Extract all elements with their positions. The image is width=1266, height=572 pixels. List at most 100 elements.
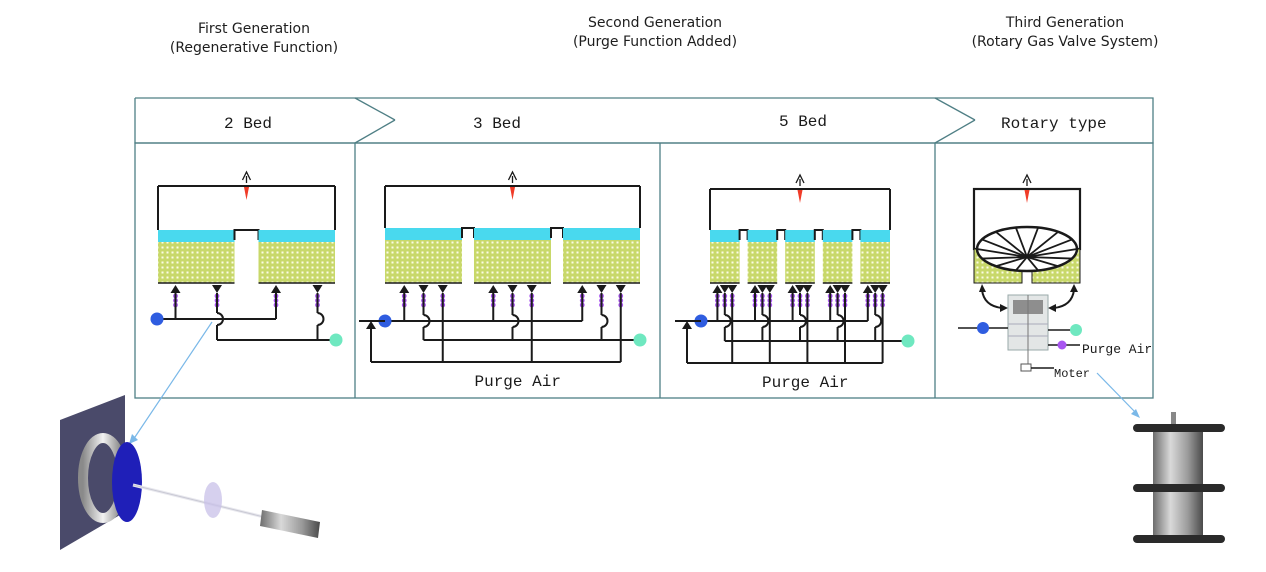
flow-down-arrow-icon: [526, 285, 537, 293]
flame-icon: [797, 190, 803, 203]
burner-icon: [795, 173, 805, 203]
regenerator-bed: [785, 230, 815, 284]
pipe-crossover: [216, 312, 224, 326]
flow-arrow-right: [1053, 289, 1075, 309]
flow-up-arrow-icon: [170, 285, 181, 293]
motor-label: Moter: [1054, 367, 1090, 381]
first-generation-subtitle: (Regenerative Function): [169, 40, 339, 56]
wheel-spoke: [976, 248, 1028, 258]
valve-actuator: [260, 510, 320, 538]
bed-top-layer: [563, 228, 640, 240]
flow-down-arrow-icon: [719, 285, 730, 293]
wheel-spoke: [1026, 256, 1039, 272]
second-generation-subtitle: (Purge Function Added): [572, 34, 738, 50]
stage-label-rotary: Rotary type: [1001, 115, 1107, 133]
valve-disc: [112, 442, 142, 522]
leader-line-rotary: [1096, 372, 1138, 415]
regenerator-bed: [258, 230, 335, 284]
bed-divider: [233, 229, 260, 240]
flow-up-arrow-icon: [825, 285, 836, 293]
bed-divider: [813, 229, 824, 240]
purge-valve-icon: [1057, 340, 1067, 350]
ceramic-media: [822, 242, 853, 283]
ceramic-media: [563, 240, 640, 283]
regenerator-bed: [474, 228, 551, 284]
first-generation-title: First Generation (Regenerative Function): [130, 20, 378, 58]
flow-down-arrow-icon: [312, 285, 323, 293]
wheel-spoke: [1026, 238, 1073, 258]
wheel-spoke: [1026, 248, 1078, 258]
bed-top-layer: [158, 230, 235, 242]
schematic-2bed: [150, 170, 343, 347]
flow-down-arrow-icon: [757, 285, 768, 293]
pipe-crossover: [512, 314, 520, 328]
first-generation-heading: First Generation: [197, 21, 310, 37]
flow-up-arrow-icon: [750, 285, 760, 293]
rotary-purge-air-label: Purge Air: [1082, 342, 1152, 357]
pipe-crossover: [601, 314, 609, 328]
pipe-crossover: [762, 314, 770, 328]
regenerator-bed: [385, 228, 462, 284]
schematic-3bed: Purge Air: [359, 170, 647, 391]
regenerator-bed: [822, 230, 853, 284]
second-generation-heading: Second Generation: [587, 15, 723, 31]
flow-down-arrow-icon: [870, 285, 881, 293]
flow-up-arrow-icon: [577, 285, 588, 293]
flow-down-arrow-icon: [615, 285, 626, 293]
flow-down-arrow-icon: [764, 285, 775, 293]
third-generation-title: Third Generation (Rotary Gas Valve Syste…: [940, 14, 1190, 52]
flow-down-arrow-icon: [795, 285, 805, 293]
outlet-stack-icon: [901, 334, 915, 348]
flow-arrow-left: [981, 289, 1003, 309]
ceramic-media: [474, 240, 551, 283]
bed-divider: [738, 229, 749, 240]
stage-label-3bed: 3 Bed: [473, 115, 521, 133]
schematic-5bed: Purge Air: [675, 173, 915, 392]
wheel-spoke: [1026, 256, 1059, 268]
valve-icon: [790, 293, 795, 308]
flow-down-arrow-icon: [840, 285, 850, 293]
flow-down-arrow-icon: [507, 285, 518, 293]
rotary-wheel: [975, 225, 1079, 273]
second-generation-title: Second Generation (Purge Function Added): [530, 14, 780, 52]
wheel-spoke: [981, 256, 1028, 260]
wheel-spoke: [995, 256, 1028, 268]
flow-up-arrow-icon: [271, 285, 281, 293]
ceramic-media: [158, 242, 235, 283]
bed-top-layer: [860, 230, 890, 242]
purge-air-label: Purge Air: [475, 373, 561, 391]
flow-down-arrow-icon: [802, 285, 813, 293]
regenerator-bed: [563, 228, 640, 284]
poppet-valve-illustration: [60, 395, 320, 550]
bed-top-layer: [474, 228, 551, 240]
regenerator-bed: [747, 230, 778, 284]
flame-icon: [1024, 190, 1030, 203]
bed-divider: [776, 229, 787, 240]
third-generation-heading: Third Generation: [1005, 15, 1125, 31]
flow-up-arrow-icon: [712, 285, 723, 293]
rotary-valve-illustration: [1133, 412, 1225, 543]
bed-divider: [550, 227, 564, 238]
bed-top-layer: [747, 230, 778, 242]
regenerator-bed: [710, 230, 740, 284]
bed-top-layer: [385, 228, 462, 240]
flame-icon: [244, 187, 249, 200]
ceramic-media: [385, 240, 462, 283]
flame-icon: [510, 187, 515, 200]
ceramic-media: [860, 242, 890, 283]
regenerator-bed: [158, 230, 235, 284]
wheel-spoke: [1015, 227, 1028, 258]
flow-up-arrow-icon: [862, 285, 873, 293]
inlet-fan-icon: [977, 322, 989, 334]
purge-air-label: Purge Air: [762, 374, 848, 392]
wheel-spoke: [1015, 256, 1028, 272]
pipe-crossover: [875, 314, 883, 328]
bed-top-layer: [710, 230, 740, 242]
pipe-crossover: [423, 314, 431, 328]
motor-icon: [1020, 363, 1032, 372]
panel-frame: [134, 142, 1154, 399]
pipe-crossover: [317, 312, 325, 326]
stage-label-5bed: 5 Bed: [779, 113, 827, 131]
wheel-spoke: [1026, 256, 1073, 260]
